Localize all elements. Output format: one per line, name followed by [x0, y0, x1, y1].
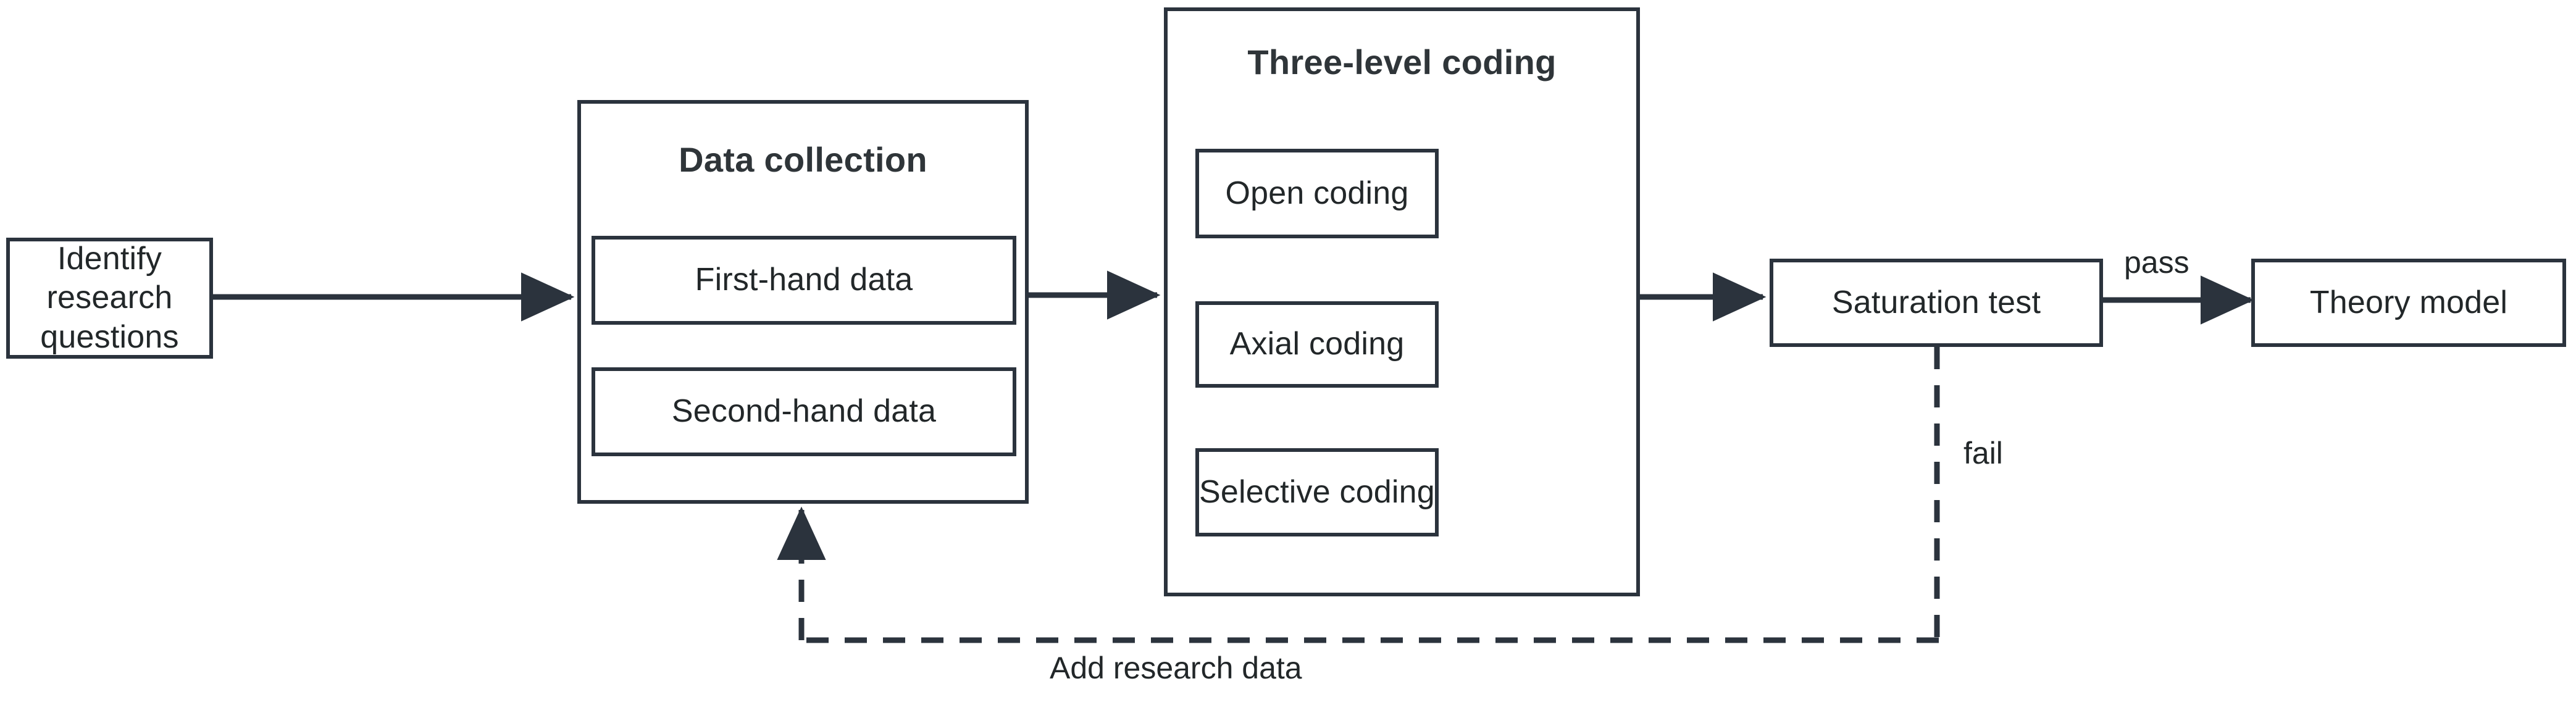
- edge-label-pass: pass: [2124, 245, 2189, 280]
- node-theory-model-label: Theory model: [2309, 284, 2508, 320]
- node-saturation-test-label: Saturation test: [1831, 284, 2041, 320]
- node-first-hand-data-label: First-hand data: [695, 262, 913, 298]
- node-second-hand-data[interactable]: Second-hand data: [592, 367, 1016, 456]
- group-data-collection-title: Data collection: [679, 140, 927, 179]
- node-second-hand-data-label: Second-hand data: [671, 393, 937, 430]
- node-open-coding-label: Open coding: [1225, 175, 1409, 211]
- node-identify-label: Identify research questions: [40, 240, 179, 355]
- node-open-coding[interactable]: Open coding: [1195, 149, 1439, 238]
- edge-label-add-research-data: Add research data: [1050, 651, 1302, 685]
- edge-label-fail: fail: [1963, 436, 2003, 470]
- node-axial-coding[interactable]: Axial coding: [1195, 301, 1439, 388]
- node-axial-coding-label: Axial coding: [1229, 326, 1405, 362]
- node-theory-model[interactable]: Theory model: [2251, 259, 2566, 347]
- node-selective-coding-label: Selective coding: [1199, 473, 1435, 510]
- group-three-level-coding-title: Three-level coding: [1247, 43, 1557, 81]
- node-selective-coding[interactable]: Selective coding: [1195, 448, 1439, 536]
- node-first-hand-data[interactable]: First-hand data: [592, 236, 1016, 325]
- node-identify-research-questions[interactable]: Identify research questions: [6, 238, 213, 359]
- node-saturation-test[interactable]: Saturation test: [1770, 259, 2103, 347]
